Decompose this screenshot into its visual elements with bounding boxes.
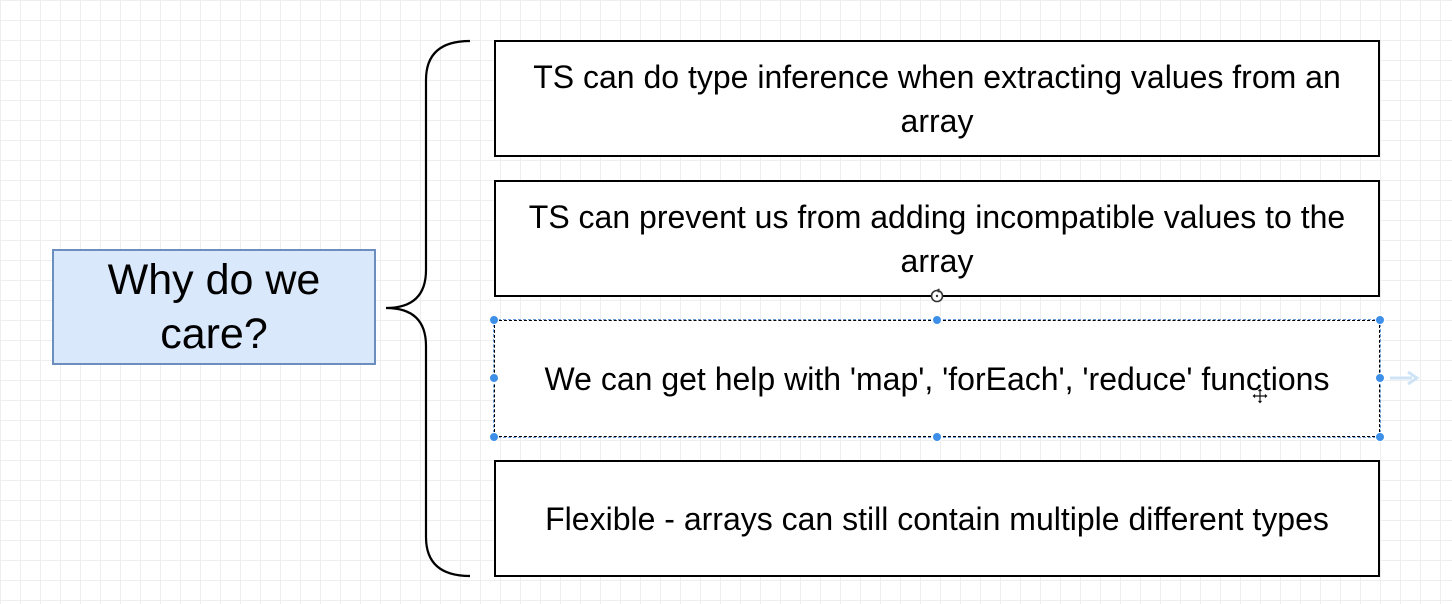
resize-handle-top[interactable] [932, 315, 942, 325]
rotate-icon[interactable] [929, 288, 945, 304]
resize-handle-right[interactable] [1375, 373, 1385, 383]
item-box-text: Flexible - arrays can still contain mult… [545, 500, 1329, 537]
resize-handle-bottom-left[interactable] [489, 432, 499, 442]
resize-handle-left[interactable] [489, 373, 499, 383]
curly-brace [385, 39, 471, 578]
resize-handle-top-right[interactable] [1375, 315, 1385, 325]
item-box-text: TS can prevent us from adding incompatib… [528, 198, 1346, 279]
main-node[interactable]: Why do we care? [52, 249, 376, 365]
resize-handle-top-left[interactable] [489, 315, 499, 325]
move-cursor-icon [1251, 387, 1269, 405]
resize-handle-bottom[interactable] [932, 432, 942, 442]
item-box-flexible[interactable]: Flexible - arrays can still contain mult… [494, 460, 1380, 577]
item-box-text: TS can do type inference when extracting… [533, 58, 1341, 139]
item-box-array-functions[interactable]: We can get help with 'map', 'forEach', '… [493, 319, 1381, 438]
resize-handle-bottom-right[interactable] [1375, 432, 1385, 442]
item-box-prevent-incompatible[interactable]: TS can prevent us from adding incompatib… [494, 180, 1380, 297]
item-box-type-inference[interactable]: TS can do type inference when extracting… [494, 40, 1380, 157]
main-node-label: Why do we care? [107, 256, 321, 358]
connect-arrow-icon[interactable] [1388, 370, 1420, 386]
item-box-text: We can get help with 'map', 'forEach', '… [544, 360, 1330, 397]
